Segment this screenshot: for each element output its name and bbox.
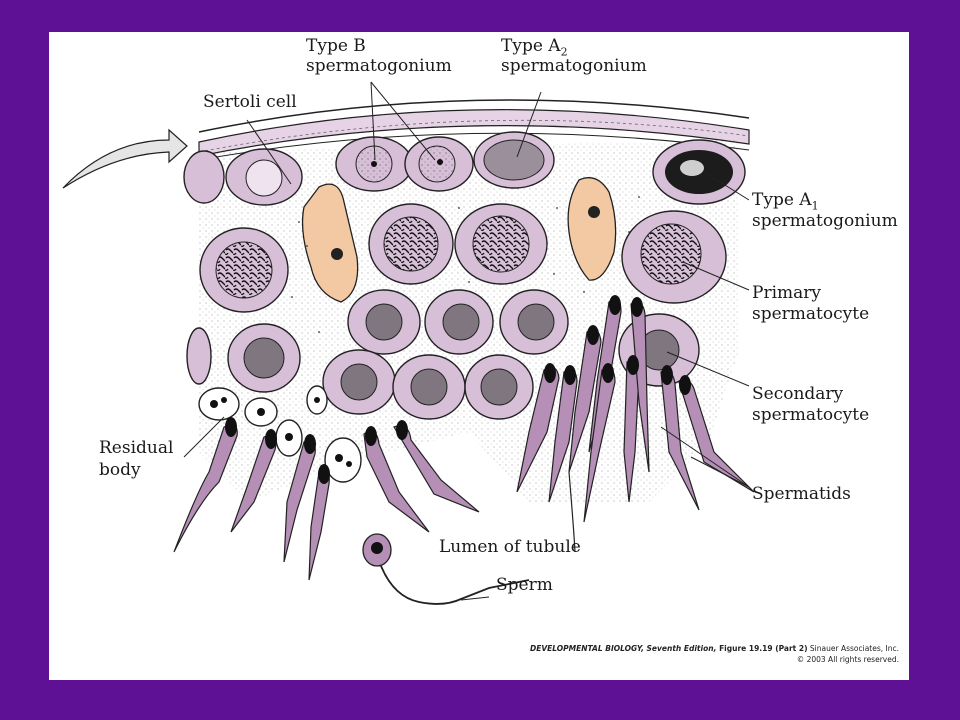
label-type-b-line1: Type B xyxy=(306,36,366,56)
label-secondary-line1: Secondary xyxy=(752,384,844,404)
stipple-detail xyxy=(291,196,640,363)
seminiferous-tubule-illustration xyxy=(62,81,755,605)
label-primary-line2: spermatocyte xyxy=(752,304,870,324)
label-type-b-line2: spermatogonium xyxy=(306,56,452,76)
residual-bodies xyxy=(198,385,362,483)
label-lumen: Lumen of tubule xyxy=(439,537,581,557)
label-type-a1-line2: spermatogonium xyxy=(752,211,898,231)
basement-membrane xyxy=(198,99,750,161)
sertoli-cells xyxy=(301,177,617,303)
figure-credit-line1: DEVELOPMENTAL BIOLOGY, Seventh Edition, … xyxy=(530,644,899,653)
label-type-a1: Type A1 xyxy=(752,190,819,213)
label-type-a2: Type A2 xyxy=(501,36,568,59)
figure-panel: Sertoli cell Type B spermatogonium Type … xyxy=(49,32,909,680)
label-residual-line2: body xyxy=(99,460,141,480)
label-type-a2-line2: spermatogonium xyxy=(501,56,647,76)
figure-credit-line2: © 2003 All rights reserved. xyxy=(796,655,899,664)
primary-spermatocytes xyxy=(199,203,727,313)
spermatid-heads xyxy=(225,295,691,484)
spermatogonia-row xyxy=(183,131,746,206)
entry-arrow xyxy=(62,128,188,189)
label-sertoli-cell: Sertoli cell xyxy=(203,92,297,112)
label-primary-line1: Primary xyxy=(752,283,821,303)
sperm xyxy=(362,533,530,605)
label-spermatids: Spermatids xyxy=(752,484,851,504)
label-residual-line1: Residual xyxy=(99,438,174,458)
label-secondary-line2: spermatocyte xyxy=(752,405,870,425)
secondary-spermatocytes xyxy=(186,289,700,420)
leader-lines xyxy=(183,81,750,601)
label-sperm: Sperm xyxy=(496,575,553,595)
